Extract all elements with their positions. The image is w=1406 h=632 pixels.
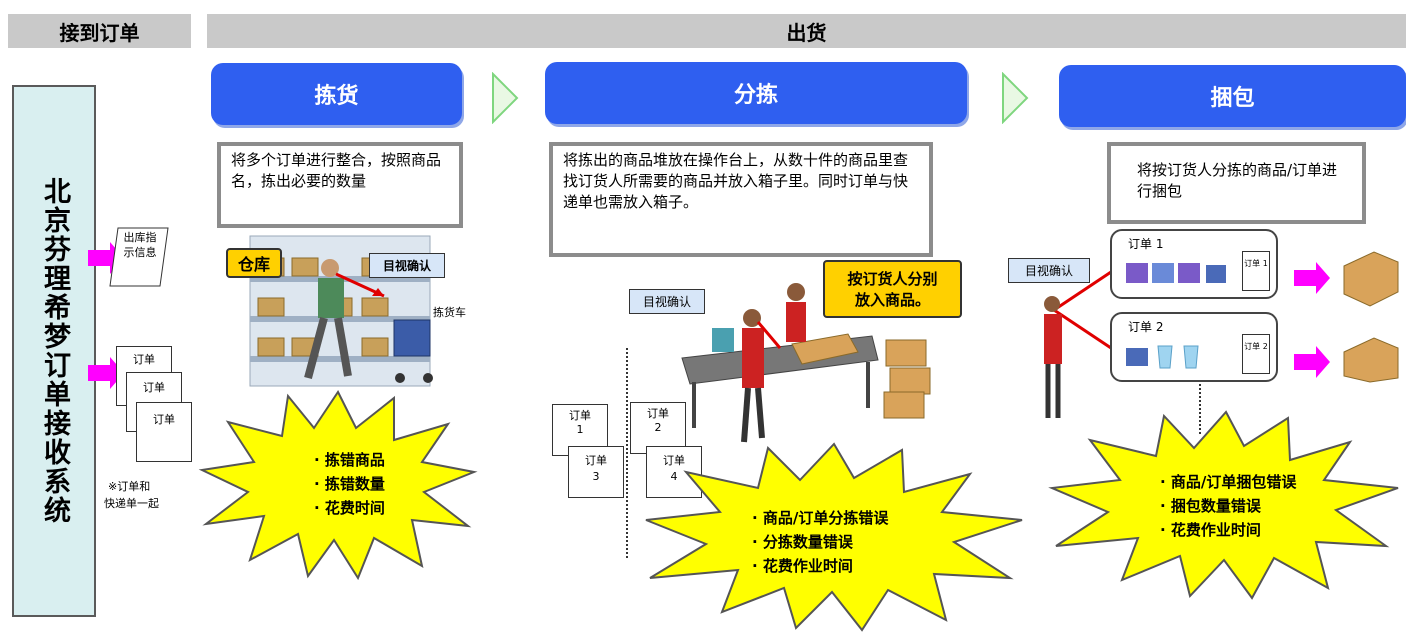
shipping-info-label: 出库指示信息 [123,231,157,259]
sorting-table-illustration [681,283,931,443]
sort-order-3-label: 订单 [585,454,607,467]
sort-order-4: 订单 4 [646,446,702,498]
phase-packing: 捆包 [1059,65,1406,127]
sort-order-3-num: 3 [592,470,600,483]
receive-order-header: 接到订单 [8,14,191,48]
sorting-tag-line-1: 按订货人分别 [847,270,938,288]
packing-dotted-line [1199,384,1201,434]
packing-errors: · 商品/订单捆包错误 · 捆包数量错误 · 花费作业时间 [1160,470,1296,542]
warehouse-tag: 仓库 [226,248,282,278]
packing-error-2: · 捆包数量错误 [1160,497,1261,515]
orders-arrow [88,357,124,389]
shirt-icons [1126,263,1226,283]
packing-order-1-label: 订单 1 [1128,237,1164,251]
packing-visual-check: 目视确认 [1008,258,1090,283]
sorting-description: 将拣出的商品堆放在操作台上，从数十件的商品里查找订货人所需要的商品并放入箱子里。… [549,142,933,257]
chevron-2 [1002,72,1029,124]
note-line-2: 快递单一起 [104,497,159,510]
shipping-header: 出货 [207,14,1406,48]
sorting-error-1: · 商品/订单分拣错误 [752,509,889,527]
packing-order-1: 订单 1 订单 1 [1110,229,1278,299]
sorting-tag: 按订货人分别 放入商品。 [823,260,962,318]
phase-sorting: 分拣 [545,62,967,124]
sort-order-1-label: 订单 [569,409,591,422]
packing-order-2-label: 订单 2 [1128,320,1164,334]
chevron-1 [492,72,519,124]
phase-picking: 拣货 [211,63,462,125]
packing-worker-illustration [1044,268,1115,418]
picking-visual-check: 目视确认 [369,253,445,278]
picking-error-2: · 拣错数量 [314,475,385,493]
packing-doc-1: 订单 1 [1242,251,1270,291]
order-system-panel: 北京芬理希梦订单接收系统 [12,85,96,617]
cup-icons [1126,345,1199,369]
sorting-tag-line-2: 放入商品。 [854,291,930,309]
order-doc-3: 订单 [136,402,192,462]
packing-error-1: · 商品/订单捆包错误 [1160,473,1297,491]
picking-description: 将多个订单进行整合，按照商品名，拣出必要的数量 [217,142,463,228]
sort-order-1-num: 1 [576,423,584,436]
picking-errors: · 拣错商品 · 拣错数量 · 花费时间 [314,448,385,520]
sort-order-3: 订单 3 [568,446,624,498]
packing-doc-2: 订单 2 [1242,334,1270,374]
note-line-1: ※订单和 [108,480,151,493]
sorting-dotted-line [626,348,628,558]
sort-order-2-label: 订单 [647,407,669,420]
sorting-visual-check: 目视确认 [629,289,705,314]
packing-order-2: 订单 2 订单 2 [1110,312,1278,382]
sorting-errors: · 商品/订单分拣错误 · 分拣数量错误 · 花费作业时间 [752,506,888,578]
sort-order-2-num: 2 [654,421,662,434]
sort-order-4-num: 4 [670,470,678,483]
sort-order-4-label: 订单 [663,454,685,467]
picking-error-burst [198,390,478,580]
packing-error-burst [1048,410,1399,600]
packing-arrows-and-boxes [1294,251,1399,383]
shipping-info-doc: 出库指示信息 [108,226,170,288]
packing-error-3: · 花费作业时间 [1160,521,1261,539]
sorting-error-3: · 花费作业时间 [752,557,853,575]
cart-label: 拣货车 [433,306,466,319]
sorting-error-burst [645,442,1023,632]
packing-description: 将按订货人分拣的商品/订单进行捆包 [1107,142,1366,224]
picking-error-3: · 花费时间 [314,499,385,517]
system-name: 北京芬理希梦订单接收系统 [39,177,70,525]
sorting-error-2: · 分拣数量错误 [752,533,853,551]
picking-error-1: · 拣错商品 [314,451,385,469]
